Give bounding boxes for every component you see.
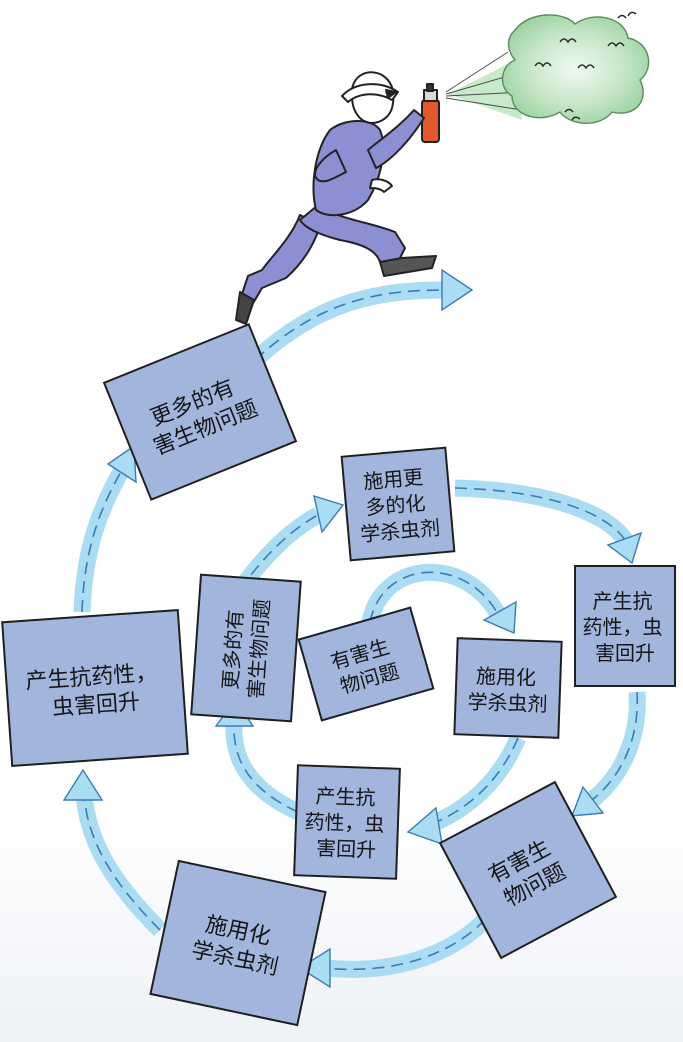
- label-mid-resist-l3: 害回升: [595, 642, 655, 665]
- label-inner-resist: 产生抗 药性，虫 害回升: [303, 785, 391, 863]
- box-outer-harm: [438, 780, 618, 960]
- label-mid-more-pest-l1: 更多的有: [219, 609, 248, 690]
- label-inner-spray: 施用化 学杀虫剂: [467, 665, 549, 717]
- box-inner-harm: [297, 606, 435, 722]
- arrow-mid-chem-to-resist: [454, 479, 643, 565]
- arrow-inner-curl: [361, 563, 517, 635]
- arrow-inner-more-to-chem: [232, 494, 345, 595]
- spray-can-icon: [421, 83, 440, 143]
- arrow-mid-resist-to-harm: [570, 691, 646, 817]
- label-mid-resist-l1: 产生抗: [593, 590, 653, 613]
- box-outer-spray: [149, 859, 327, 1027]
- cycle-boxes: [1, 323, 676, 1027]
- arrow-outer-resist-to-more: [73, 444, 137, 613]
- box-outer-more-pest: [102, 323, 298, 501]
- box-inner-resist: [293, 764, 401, 880]
- box-outer-resist: [1, 608, 189, 768]
- arrow-outer-spray-to-resist: [62, 768, 167, 937]
- box-mid-resist: [574, 565, 676, 687]
- label-mid-more-chem-l2: 多的化: [365, 492, 427, 520]
- spray-mist-icon: [445, 11, 650, 124]
- box-inner-spray: [453, 637, 563, 739]
- label-inner-resist-l1: 产生抗: [315, 785, 376, 810]
- label-mid-more-chem-l1: 施用更: [362, 466, 424, 494]
- arrow-outer-harm-to-spray: [298, 899, 505, 989]
- label-mid-resist: 产生抗 药性，虫 害回升: [583, 590, 668, 665]
- label-inner-resist-l3: 害回升: [316, 837, 377, 862]
- insect-icon: [534, 11, 637, 121]
- label-inner-resist-l2: 药性，虫: [304, 811, 385, 837]
- spraying-farmer-icon: [235, 71, 440, 325]
- arrow-outer-exit: [249, 268, 474, 367]
- label-inner-spray-l2: 学杀虫剂: [467, 691, 548, 717]
- label-inner-spray-l1: 施用化: [476, 665, 537, 690]
- box-mid-more-pest: [190, 573, 302, 723]
- box-mid-more-chem: [340, 446, 456, 562]
- label-outer-resist-l2: 虫害回升: [51, 689, 141, 720]
- label-mid-resist-l2: 药性，虫: [583, 616, 663, 639]
- arrow-inner-spray-to-resist: [406, 734, 526, 846]
